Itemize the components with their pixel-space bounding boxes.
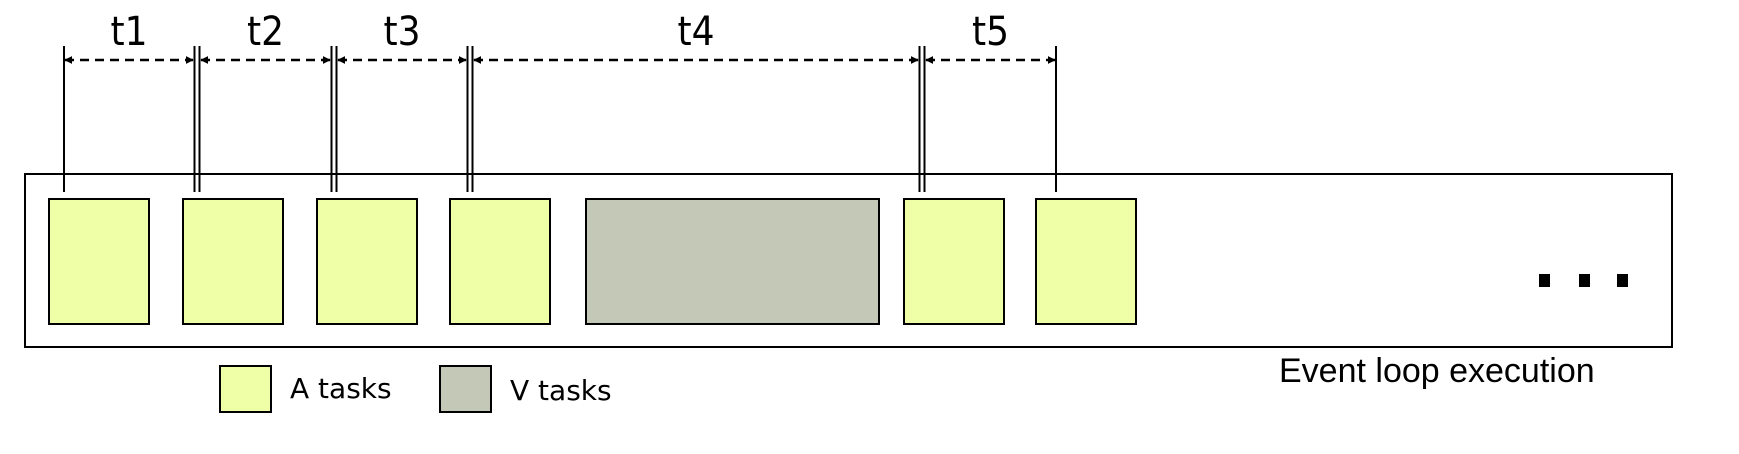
ellipsis-dot [1579,274,1590,287]
ellipsis-dot [1539,274,1550,287]
a-task-block [1035,198,1137,325]
legend-v-tasks-label: V tasks [510,374,612,407]
interval-label: t3 [384,9,421,55]
task-blocks [48,198,1137,325]
interval-label: t2 [247,9,284,55]
interval-label: t4 [678,9,715,55]
a-task-block [182,198,284,325]
a-task-block [48,198,150,325]
v-task-block [585,198,880,325]
diagram-caption: Event loop execution [1279,352,1595,390]
interval-markers: t1 t2 t3 t4 t5 [64,9,1056,64]
ellipsis [1539,274,1628,287]
interval-label: t1 [111,9,148,55]
legend: A tasks V tasks [219,365,612,413]
legend-v-tasks-swatch [439,365,492,413]
a-task-block [903,198,1005,325]
interval-label: t5 [972,9,1009,55]
legend-a-tasks-swatch [219,365,272,413]
ellipsis-dot [1617,274,1628,287]
task-boundaries [63,46,1057,192]
a-task-block [316,198,418,325]
legend-a-tasks-label: A tasks [290,372,392,405]
a-task-block [449,198,551,325]
